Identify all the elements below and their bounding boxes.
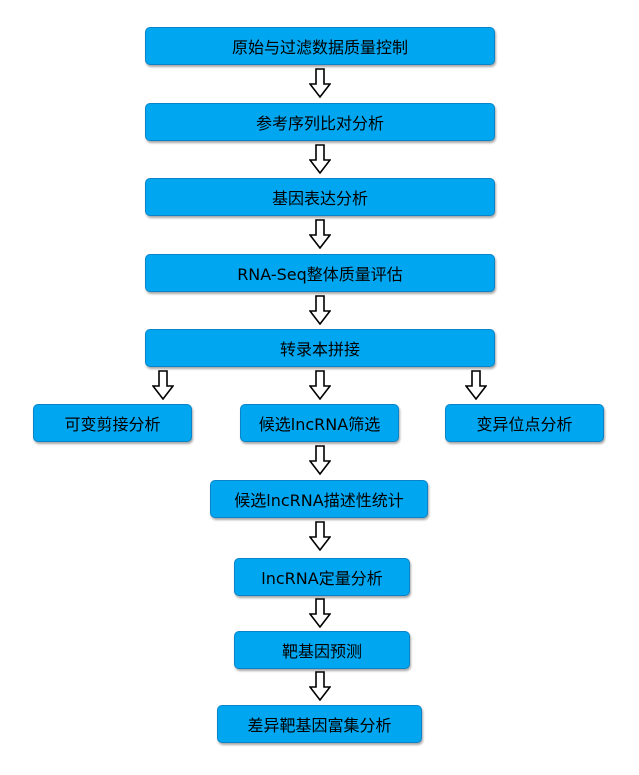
step-lncrna-quant: lncRNA定量分析 <box>234 558 410 596</box>
step-raw-filter-qc: 原始与过滤数据质量控制 <box>145 27 495 65</box>
step-variant-site: 变异位点分析 <box>445 404 604 442</box>
down-arrow-icon <box>309 144 331 174</box>
down-arrow-icon <box>309 598 331 628</box>
step-label: lncRNA定量分析 <box>261 569 383 588</box>
step-label: 差异靶基因富集分析 <box>247 716 392 735</box>
down-arrow-icon <box>309 521 331 551</box>
step-label: 原始与过滤数据质量控制 <box>231 38 408 57</box>
step-label: 转录本拼接 <box>279 340 360 359</box>
step-ref-alignment: 参考序列比对分析 <box>145 103 495 141</box>
step-de-target-enrichment: 差异靶基因富集分析 <box>217 705 422 743</box>
step-label: RNA-Seq整体质量评估 <box>237 265 403 284</box>
down-arrow-icon <box>309 370 331 400</box>
step-label: 可变剪接分析 <box>64 415 161 434</box>
step-alt-splicing: 可变剪接分析 <box>33 404 192 442</box>
down-arrow-icon <box>152 370 174 400</box>
down-arrow-icon <box>309 445 331 475</box>
step-label: 候选lncRNA筛选 <box>258 415 381 434</box>
down-arrow-icon <box>465 370 487 400</box>
step-label: 候选lncRNA描述性统计 <box>234 491 404 510</box>
step-rnaseq-quality: RNA-Seq整体质量评估 <box>145 254 495 292</box>
step-label: 变异位点分析 <box>476 415 573 434</box>
step-transcript-assembly: 转录本拼接 <box>145 329 495 367</box>
step-gene-expression: 基因表达分析 <box>145 178 495 216</box>
step-target-prediction: 靶基因预测 <box>234 631 410 669</box>
down-arrow-icon <box>309 671 331 701</box>
down-arrow-icon <box>309 68 331 98</box>
step-candidate-filter: 候选lncRNA筛选 <box>240 404 399 442</box>
step-label: 基因表达分析 <box>271 189 368 208</box>
step-candidate-stats: 候选lncRNA描述性统计 <box>210 480 428 518</box>
step-label: 靶基因预测 <box>281 642 362 661</box>
step-label: 参考序列比对分析 <box>255 114 384 133</box>
down-arrow-icon <box>309 219 331 249</box>
down-arrow-icon <box>309 295 331 325</box>
